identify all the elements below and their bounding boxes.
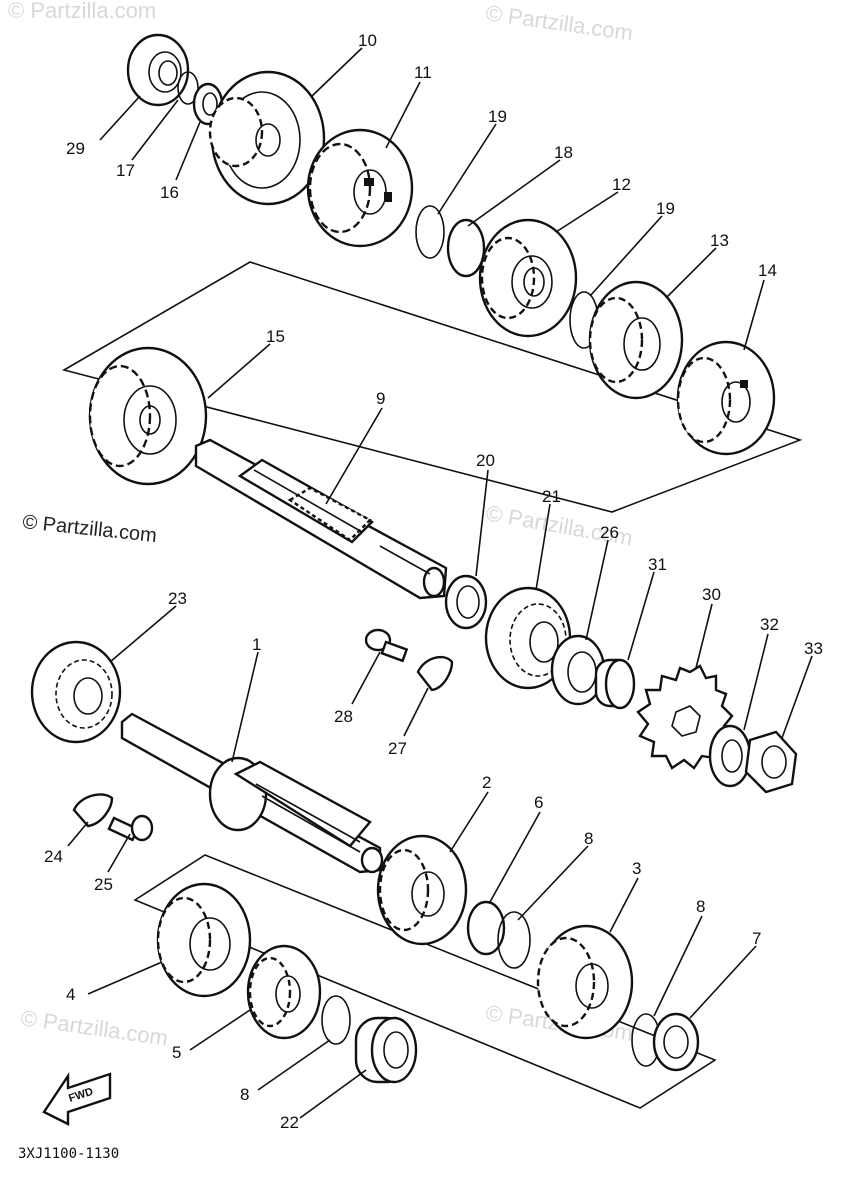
part-29-bearing [126,33,190,107]
part-28-bolt [364,628,409,663]
part-22-needle-bearing [354,1016,418,1084]
callout-11: 11 [414,63,432,82]
callout-22: 22 [280,1113,299,1132]
callout-12: 12 [612,175,631,194]
callout-17: 17 [116,161,135,180]
part-19-circlip [415,205,445,259]
callout-8: 8 [696,897,705,916]
part-30-sprocket [636,664,734,770]
callout-2: 2 [482,773,491,792]
leader-lines [67,47,813,1119]
part-25-bolt [107,814,154,842]
watermark: © Partzilla.com [8,0,156,23]
callout-29: 29 [66,139,85,158]
part-11-gear [306,128,414,248]
callout-28: 28 [334,707,353,726]
drawing-code: 3XJ1100-1130 [18,1146,119,1162]
callouts: 10 11 19 18 12 19 13 14 29 17 16 15 9 20… [44,31,823,1132]
callout-24: 24 [44,847,63,866]
callout-31: 31 [648,555,667,574]
part-1-drive-axle [120,712,384,874]
part-24-plate [72,793,114,828]
callout-8: 8 [584,829,593,848]
callout-10: 10 [358,31,377,50]
callout-33: 33 [804,639,823,658]
callout-23: 23 [168,589,187,608]
callout-21: 21 [542,487,561,506]
callout-20: 20 [476,451,495,470]
part-8-circlip [321,995,351,1045]
callout-26: 26 [600,523,619,542]
watermark: © Partzilla.com [484,0,634,45]
part-15-gear [88,346,208,486]
callout-6: 6 [534,793,543,812]
gear-group-box-upper [61,261,803,513]
part-8-circlip [497,911,531,969]
part-3-gear [536,924,634,1040]
watermark-dark: © Partzilla.com [21,511,157,547]
callout-5: 5 [172,1043,181,1062]
part-12-gear [478,218,578,338]
callout-1: 1 [252,635,261,654]
part-7-washer [652,1012,700,1072]
watermark: © Partzilla.com [19,1005,169,1050]
callout-7: 7 [752,929,761,948]
callout-8: 8 [240,1085,249,1104]
callout-19: 19 [656,199,675,218]
part-32-lock-washer [708,724,752,788]
part-14-gear [676,340,776,456]
callout-30: 30 [702,585,721,604]
gear-group-box-lower [133,854,717,1109]
part-10-gear [208,70,326,206]
part-20-washer [444,574,488,630]
callout-14: 14 [758,261,777,280]
callout-4: 4 [66,985,75,1004]
part-31-collar [594,658,636,710]
fwd-arrow-icon: FWD [42,1072,112,1126]
part-33-nut [744,730,798,794]
part-9-main-axle [194,438,448,600]
callout-15: 15 [266,327,285,346]
callout-16: 16 [160,183,179,202]
part-27-plate [416,655,454,692]
part-2-gear [376,834,468,946]
callout-9: 9 [376,389,385,408]
callout-27: 27 [388,739,407,758]
callout-32: 32 [760,615,779,634]
callout-13: 13 [710,231,729,250]
callout-18: 18 [554,143,573,162]
part-5-gear [246,944,322,1040]
part-13-gear [588,280,684,400]
callout-25: 25 [94,875,113,894]
part-4-gear [156,882,252,998]
callout-3: 3 [632,859,641,878]
part-6-washer [466,900,506,956]
part-18-washer [446,218,486,278]
part-23-bearing [30,640,122,744]
callout-19: 19 [488,107,507,126]
